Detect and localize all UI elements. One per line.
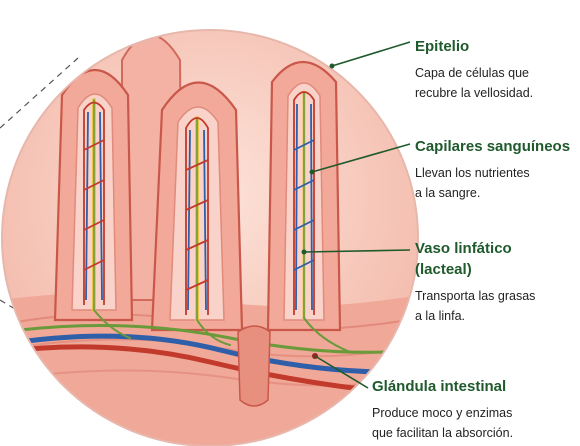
label-title: Glándula intestinal [372, 376, 572, 397]
intestinal-gland [238, 326, 270, 406]
label-glandula: Glándula intestinal Produce moco y enzim… [372, 376, 572, 443]
label-description: Capa de células que recubre la vellosida… [415, 63, 580, 103]
title-line: (lacteal) [415, 259, 580, 280]
label-title: Capilares sanguíneos [415, 136, 580, 157]
description-line: que facilitan la absorción. [372, 423, 572, 443]
label-title: Epitelio [415, 36, 580, 57]
pointer-dot-vaso [302, 250, 307, 255]
description-line: Capa de células que [415, 63, 580, 83]
magnified-villi-view [0, 30, 420, 446]
description-line: a la linfa. [415, 306, 580, 326]
label-epitelio: Epitelio Capa de células que recubre la … [415, 36, 580, 103]
pointer-dot-epitelio [330, 64, 335, 69]
label-description: Transporta las grasas a la linfa. [415, 286, 580, 326]
label-title: Vaso linfático (lacteal) [415, 238, 580, 280]
description-line: Llevan los nutrientes [415, 163, 580, 183]
description-line: recubre la vellosidad. [415, 83, 580, 103]
label-description: Llevan los nutrientes a la sangre. [415, 163, 580, 203]
label-capilares: Capilares sanguíneos Llevan los nutrient… [415, 136, 580, 203]
label-vaso-linfatico: Vaso linfático (lacteal) Transporta las … [415, 238, 580, 326]
description-line: a la sangre. [415, 183, 580, 203]
pointer-dot-capilares [310, 170, 315, 175]
description-line: Produce moco y enzimas [372, 403, 572, 423]
label-description: Produce moco y enzimas que facilitan la … [372, 403, 572, 443]
description-line: Transporta las grasas [415, 286, 580, 306]
title-line: Vaso linfático [415, 238, 580, 259]
leader-line-epitelio [332, 42, 410, 66]
